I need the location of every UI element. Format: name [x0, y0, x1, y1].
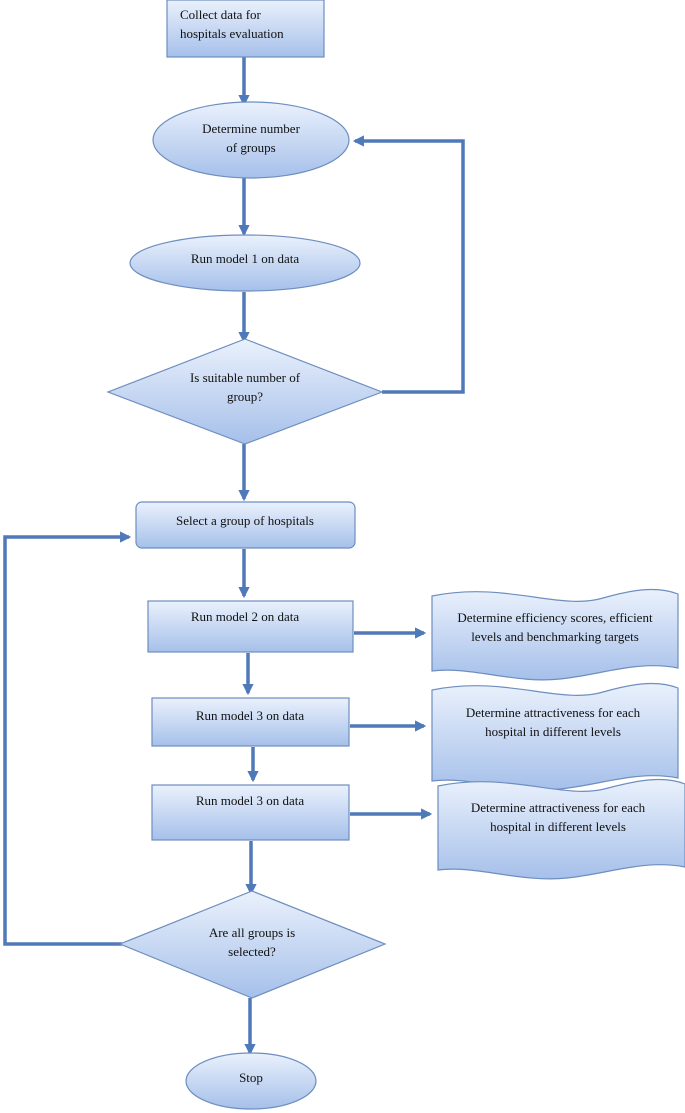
node-efficiency-document: Determine efficiency scores, efficient l… — [431, 588, 679, 681]
node-determine-groups: Determine number of groups — [152, 101, 350, 179]
determine-groups-line-1: Determine number — [202, 121, 300, 136]
node-run-model-3-b: Run model 3 on data — [151, 784, 350, 841]
node-run-model-3-a: Run model 3 on data — [151, 697, 350, 747]
suitable-decision-line-1: Is suitable number of — [190, 370, 301, 385]
node-select-group: Select a group of hospitals — [135, 501, 356, 549]
run-model-2-label: Run model 2 on data — [191, 609, 300, 624]
edge-all-groups-no-loop — [3, 531, 132, 946]
node-all-groups-decision: Are all groups is selected? — [118, 890, 387, 999]
run-model-1-label: Run model 1 on data — [191, 251, 300, 266]
collect-data-line-2: hospitals evaluation — [180, 26, 284, 41]
attractiveness-doc-a-line-1: Determine attractiveness for each — [466, 705, 641, 720]
stop-label: Stop — [239, 1070, 263, 1085]
all-groups-decision-line-2: selected? — [228, 944, 276, 959]
node-suitable-decision: Is suitable number of group? — [106, 338, 384, 445]
node-collect-data: Collect data for hospitals evaluation — [166, 0, 325, 58]
node-attractiveness-document-b: Determine attractiveness for each hospit… — [437, 778, 685, 880]
attractiveness-doc-a-line-2: hospital in different levels — [485, 724, 621, 739]
connectors — [3, 57, 465, 1056]
svg-text:Collect data for: Collect data for — [180, 7, 262, 22]
collect-data-line-1: Collect data for — [180, 7, 262, 22]
node-run-model-1: Run model 1 on data — [129, 234, 361, 292]
suitable-decision-line-2: group? — [227, 389, 263, 404]
edge-decision-no-loop — [352, 135, 465, 394]
efficiency-doc-line-2: levels and benchmarking targets — [471, 629, 639, 644]
node-stop: Stop — [185, 1052, 317, 1110]
node-run-model-2: Run model 2 on data — [147, 600, 354, 653]
all-groups-decision-line-1: Are all groups is — [209, 925, 295, 940]
select-group-label: Select a group of hospitals — [176, 513, 314, 528]
run-model-3-b-label: Run model 3 on data — [196, 793, 305, 808]
svg-text:hospitals evaluation: hospitals evaluation — [180, 26, 284, 41]
run-model-3-a-label: Run model 3 on data — [196, 708, 305, 723]
attractiveness-doc-b-line-1: Determine attractiveness for each — [471, 800, 646, 815]
node-attractiveness-document-a: Determine attractiveness for each hospit… — [431, 682, 679, 791]
determine-groups-line-2: of groups — [226, 140, 275, 155]
attractiveness-doc-b-line-2: hospital in different levels — [490, 819, 626, 834]
efficiency-doc-line-1: Determine efficiency scores, efficient — [457, 610, 653, 625]
